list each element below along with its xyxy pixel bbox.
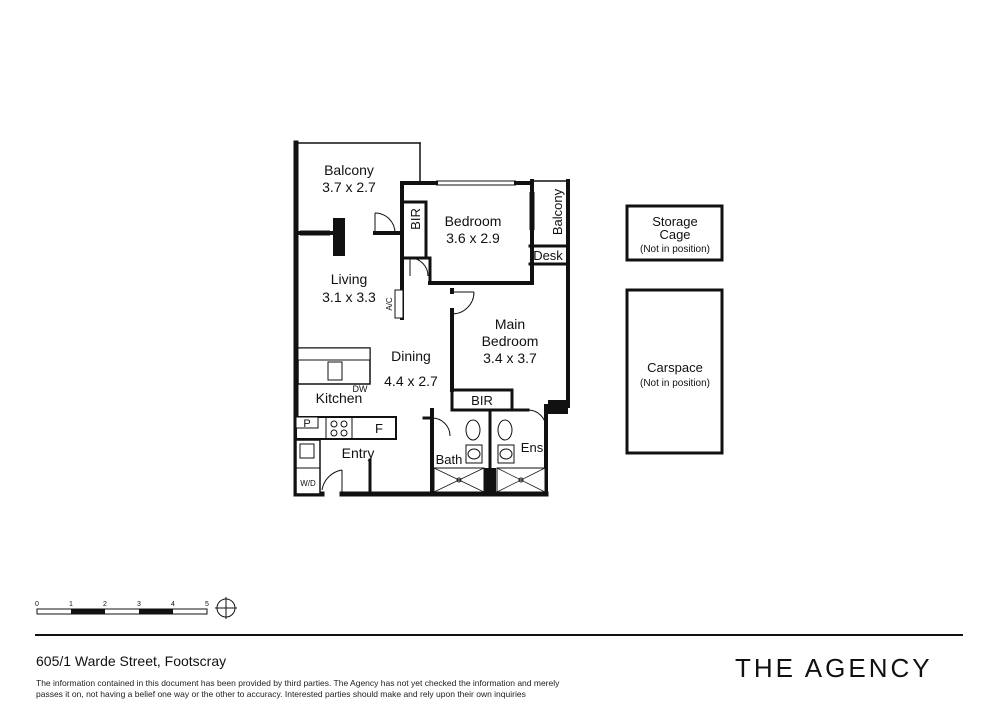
- north-compass-icon: [215, 597, 237, 619]
- basin-icon: [467, 448, 481, 460]
- ac-unit: [394, 289, 404, 319]
- storage-note: (Not in position): [640, 244, 710, 255]
- scale-tick-0: 0: [35, 601, 39, 608]
- footer-divider: [35, 634, 963, 636]
- main-bedroom-label-1: Main: [495, 316, 525, 332]
- scale-tick-3: 3: [137, 601, 141, 608]
- bedroom-label: Bedroom: [445, 213, 502, 229]
- dining-label: Dining: [391, 348, 431, 364]
- storage-label-1: Storage: [652, 214, 698, 229]
- balcony-side-label: Balcony: [550, 188, 565, 235]
- living-size: 3.1 x 3.3: [322, 289, 376, 305]
- scale-bar: 0 1 2 3 4 5: [35, 597, 237, 619]
- cooktop-icon: [330, 420, 338, 428]
- ensuite-label: Ens: [521, 440, 544, 455]
- fridge-label: F: [375, 421, 383, 436]
- room-labels: Balcony 3.7 x 2.7 Bedroom 3.6 x 2.9 Balc…: [300, 162, 710, 488]
- kitchen-label: Kitchen: [316, 390, 363, 406]
- dw-label: DW: [353, 384, 368, 394]
- toilet-icon: [465, 419, 481, 441]
- ac-label: A/C: [385, 297, 394, 311]
- storage-label-2: Cage: [659, 227, 690, 242]
- property-address: 605/1 Warde Street, Footscray: [36, 653, 227, 669]
- scale-tick-1: 1: [69, 601, 73, 608]
- dining-size: 4.4 x 2.7: [384, 373, 438, 389]
- bir-bedroom-label: BIR: [408, 208, 423, 230]
- agency-logo: THE AGENCY: [735, 653, 933, 682]
- pantry-label: P: [303, 418, 310, 430]
- main-bedroom-label-2: Bedroom: [482, 333, 539, 349]
- disclaimer: The information contained in this docume…: [36, 678, 596, 700]
- bedroom-size: 3.6 x 2.9: [446, 230, 500, 246]
- carspace-label: Carspace: [647, 360, 703, 375]
- fixtures: [295, 218, 546, 495]
- wd-label: W/D: [300, 479, 316, 488]
- storage-cage-box: [625, 204, 724, 262]
- balcony-top-size: 3.7 x 2.7: [322, 179, 376, 195]
- carspace-box: [625, 288, 724, 455]
- disclaimer-line-1: The information contained in this docume…: [36, 678, 560, 688]
- scale-tick-2: 2: [103, 601, 107, 608]
- scale-tick-5: 5: [205, 601, 209, 608]
- main-bedroom-size: 3.4 x 3.7: [483, 350, 537, 366]
- desk-label: Desk: [533, 248, 563, 263]
- brand-wordmark: THE AGENCY: [735, 653, 933, 682]
- disclaimer-line-2: passes it on, not having a belief one wa…: [36, 689, 526, 699]
- windows: [300, 180, 535, 236]
- living-label: Living: [331, 271, 368, 287]
- scale-tick-4: 4: [171, 601, 175, 608]
- bir-main-label: BIR: [471, 393, 493, 408]
- carspace-note: (Not in position): [640, 378, 710, 389]
- fireplace-block: [333, 218, 345, 256]
- entry-label: Entry: [342, 445, 375, 461]
- sink-icon: [327, 361, 343, 381]
- bath-label: Bath: [436, 452, 463, 467]
- walls: [293, 140, 570, 497]
- balcony-top-label: Balcony: [324, 162, 374, 178]
- doors: [321, 212, 547, 494]
